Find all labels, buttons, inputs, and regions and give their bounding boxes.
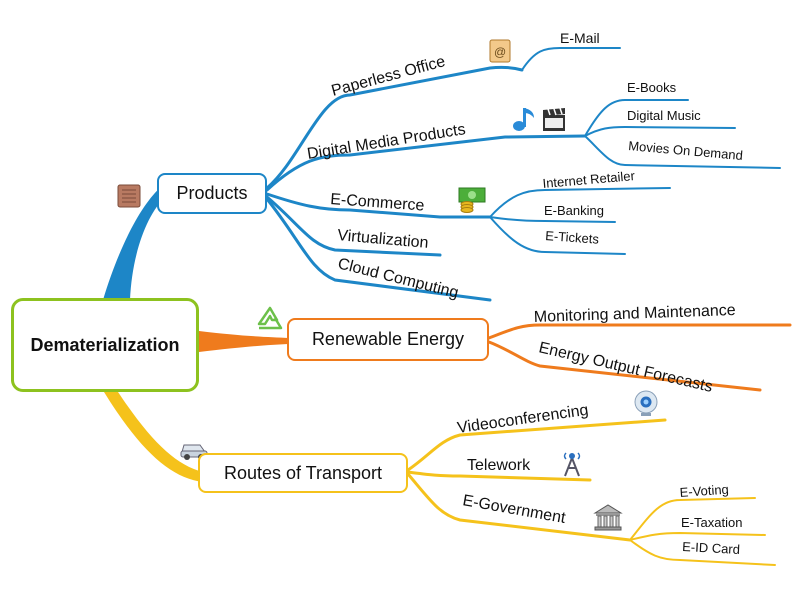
branch-digital-music [584, 125, 736, 137]
branch-telework [406, 470, 592, 482]
label-ebooks: E-Books [627, 80, 677, 95]
svg-text:@: @ [494, 45, 506, 59]
branch-cloud [265, 197, 492, 302]
label-digital-music: Digital Music [627, 108, 701, 123]
branch-products-trunk [103, 186, 166, 300]
branch-e-commerce [265, 192, 492, 219]
label-email: E-Mail [560, 30, 600, 46]
branch-etaxation [629, 531, 766, 541]
label-eid: E-ID Card [682, 539, 741, 557]
label-virtualization: Virtualization [337, 227, 429, 252]
branch-ebooks [584, 99, 689, 137]
topic-products[interactable]: Products [157, 173, 267, 214]
label-etickets: E-Tickets [545, 228, 600, 247]
label-etaxation: E-Taxation [681, 515, 742, 530]
address-book-icon: @ [489, 39, 511, 63]
branch-transport-trunk [104, 392, 203, 482]
money-icon [458, 187, 486, 213]
branch-email [521, 47, 621, 71]
antenna-icon [563, 452, 581, 477]
webcam-icon [634, 390, 658, 416]
topic-renewable-energy[interactable]: Renewable Energy [287, 318, 489, 361]
government-building-icon [593, 504, 623, 531]
branch-etickets [489, 216, 626, 255]
label-monitoring: Monitoring and Maintenance [534, 302, 736, 326]
label-internet-retailer: Internet Retailer [542, 168, 636, 191]
branch-ebanking [489, 216, 616, 223]
branch-evoting [629, 497, 756, 541]
branch-monitoring [487, 323, 792, 340]
branch-forecasts [487, 340, 762, 392]
branch-e-government [406, 472, 632, 542]
topic-routes-of-transport[interactable]: Routes of Transport [198, 453, 408, 493]
branch-movies [584, 135, 781, 169]
branch-digital-media [265, 134, 587, 192]
label-digital-media: Digital Media Products [306, 121, 467, 163]
package-icon [117, 184, 141, 208]
branch-videoconferencing [406, 418, 667, 472]
recycle-icon [257, 306, 283, 330]
clapperboard-icon [543, 107, 565, 131]
label-cloud: Cloud Computing [336, 255, 460, 301]
central-topic[interactable]: Dematerialization [11, 298, 199, 392]
branch-eid [629, 539, 776, 566]
label-paperless-office: Paperless Office [330, 53, 448, 100]
music-note-icon [513, 108, 534, 131]
branch-paperless-office [265, 65, 524, 190]
branch-energy-trunk [199, 331, 290, 352]
label-telework: Telework [467, 457, 531, 474]
branch-internet-retailer [489, 187, 671, 218]
label-movies: Movies On Demand [628, 138, 744, 163]
label-ebanking: E-Banking [544, 203, 604, 218]
label-e-commerce: E-Commerce [330, 191, 425, 215]
branch-virtualization [265, 195, 442, 257]
label-evoting: E-Voting [679, 482, 729, 500]
